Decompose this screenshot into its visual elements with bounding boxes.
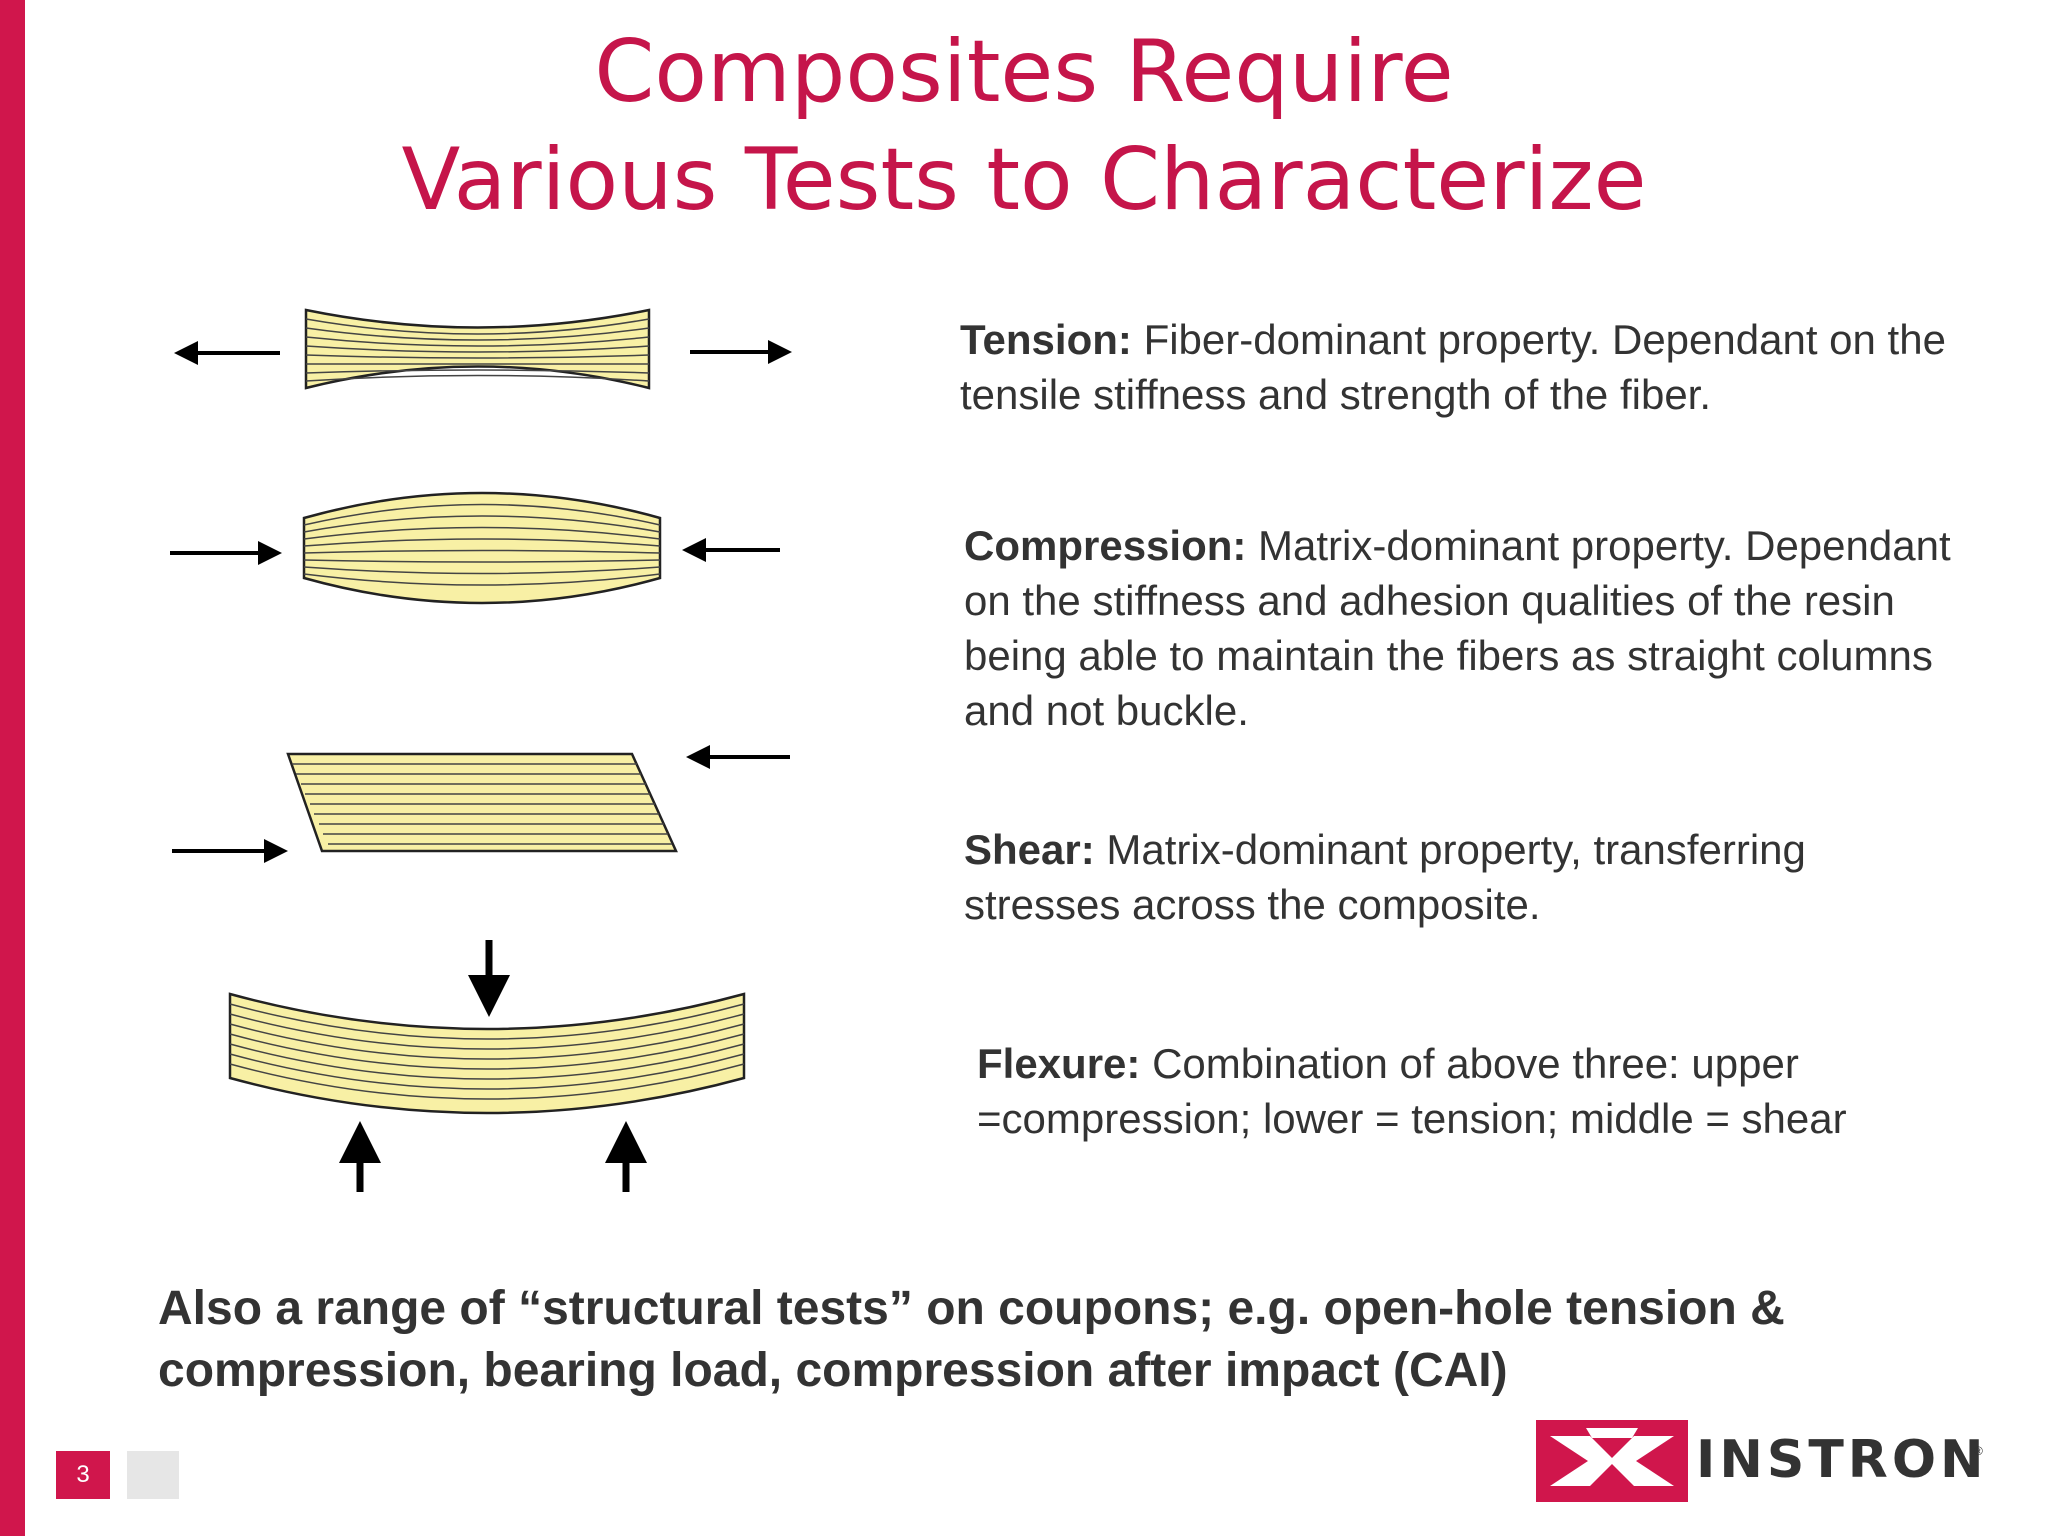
instron-logo-icon (1536, 1420, 1688, 1502)
tension-text: Fiber-dominant property. Dependant on th… (960, 316, 1946, 418)
test-diagrams (170, 308, 792, 1192)
instron-wordmark: INSTRON (1696, 1430, 1988, 1490)
accent-bar (0, 0, 25, 1536)
compression-description: Compression: Matrix-dominant property. D… (964, 518, 1964, 738)
compression-specimen (302, 491, 662, 605)
compression-text: Matrix-dominant property. Dependant on t… (964, 522, 1951, 734)
flexure-diagram (228, 940, 746, 1192)
tension-fiber-lines (305, 318, 650, 382)
tension-label: Tension: (960, 316, 1132, 363)
shear-description: Shear: Matrix-dominant property, transfe… (964, 822, 1964, 932)
shear-fiber-lines (292, 763, 672, 845)
title-line-1: Composites Require (594, 22, 1454, 122)
tension-diagram (174, 308, 792, 390)
page-number: 3 (56, 1451, 110, 1499)
tension-description: Tension: Fiber-dominant property. Depend… (960, 312, 1960, 422)
flexure-label: Flexure: (977, 1040, 1141, 1087)
shear-specimen (286, 752, 678, 853)
flexure-fiber-lines (229, 1003, 745, 1100)
compression-label: Compression: (964, 522, 1247, 569)
registered-mark: ® (1974, 1444, 1983, 1458)
shear-text: Matrix-dominant property, transferring s… (964, 826, 1806, 928)
compression-diagram (170, 491, 780, 605)
page-title: Composites Require Various Tests to Char… (0, 18, 2048, 234)
structural-tests-note: Also a range of “structural tests” on co… (158, 1282, 1785, 1397)
shear-diagram (172, 745, 790, 863)
shear-label: Shear: (964, 826, 1095, 873)
compression-fiber-lines (303, 503, 661, 586)
flexure-specimen (228, 992, 746, 1115)
page-number-box (127, 1451, 179, 1499)
flexure-description: Flexure: Combination of above three: upp… (977, 1036, 1977, 1146)
flexure-text: Combination of above three: upper =compr… (977, 1040, 1847, 1142)
title-line-2: Various Tests to Characterize (401, 130, 1647, 230)
